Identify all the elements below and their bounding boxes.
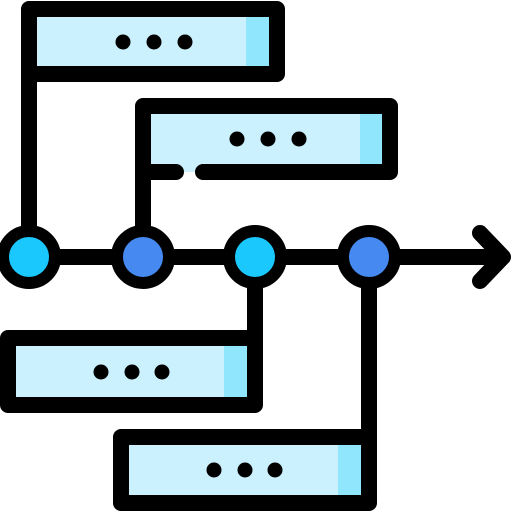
timeline-node-3: [223, 225, 287, 289]
timeline-node-4: [337, 225, 401, 289]
ellipsis-icon: [115, 34, 193, 50]
ellipsis-icon: [229, 131, 307, 147]
timeline-node-2: [111, 225, 175, 289]
event-card-4: [113, 429, 377, 511]
arrow-head-icon: [472, 225, 511, 289]
ellipsis-icon: [206, 462, 283, 478]
event-card-3: [0, 330, 263, 413]
connector-lines: [21, 66, 377, 445]
event-card-1: [21, 1, 285, 82]
timeline-node-1: [0, 225, 61, 289]
ellipsis-icon: [93, 364, 170, 380]
timeline-axis: [49, 225, 511, 289]
event-card-2: [135, 98, 398, 180]
timeline-nodes: [0, 225, 401, 289]
